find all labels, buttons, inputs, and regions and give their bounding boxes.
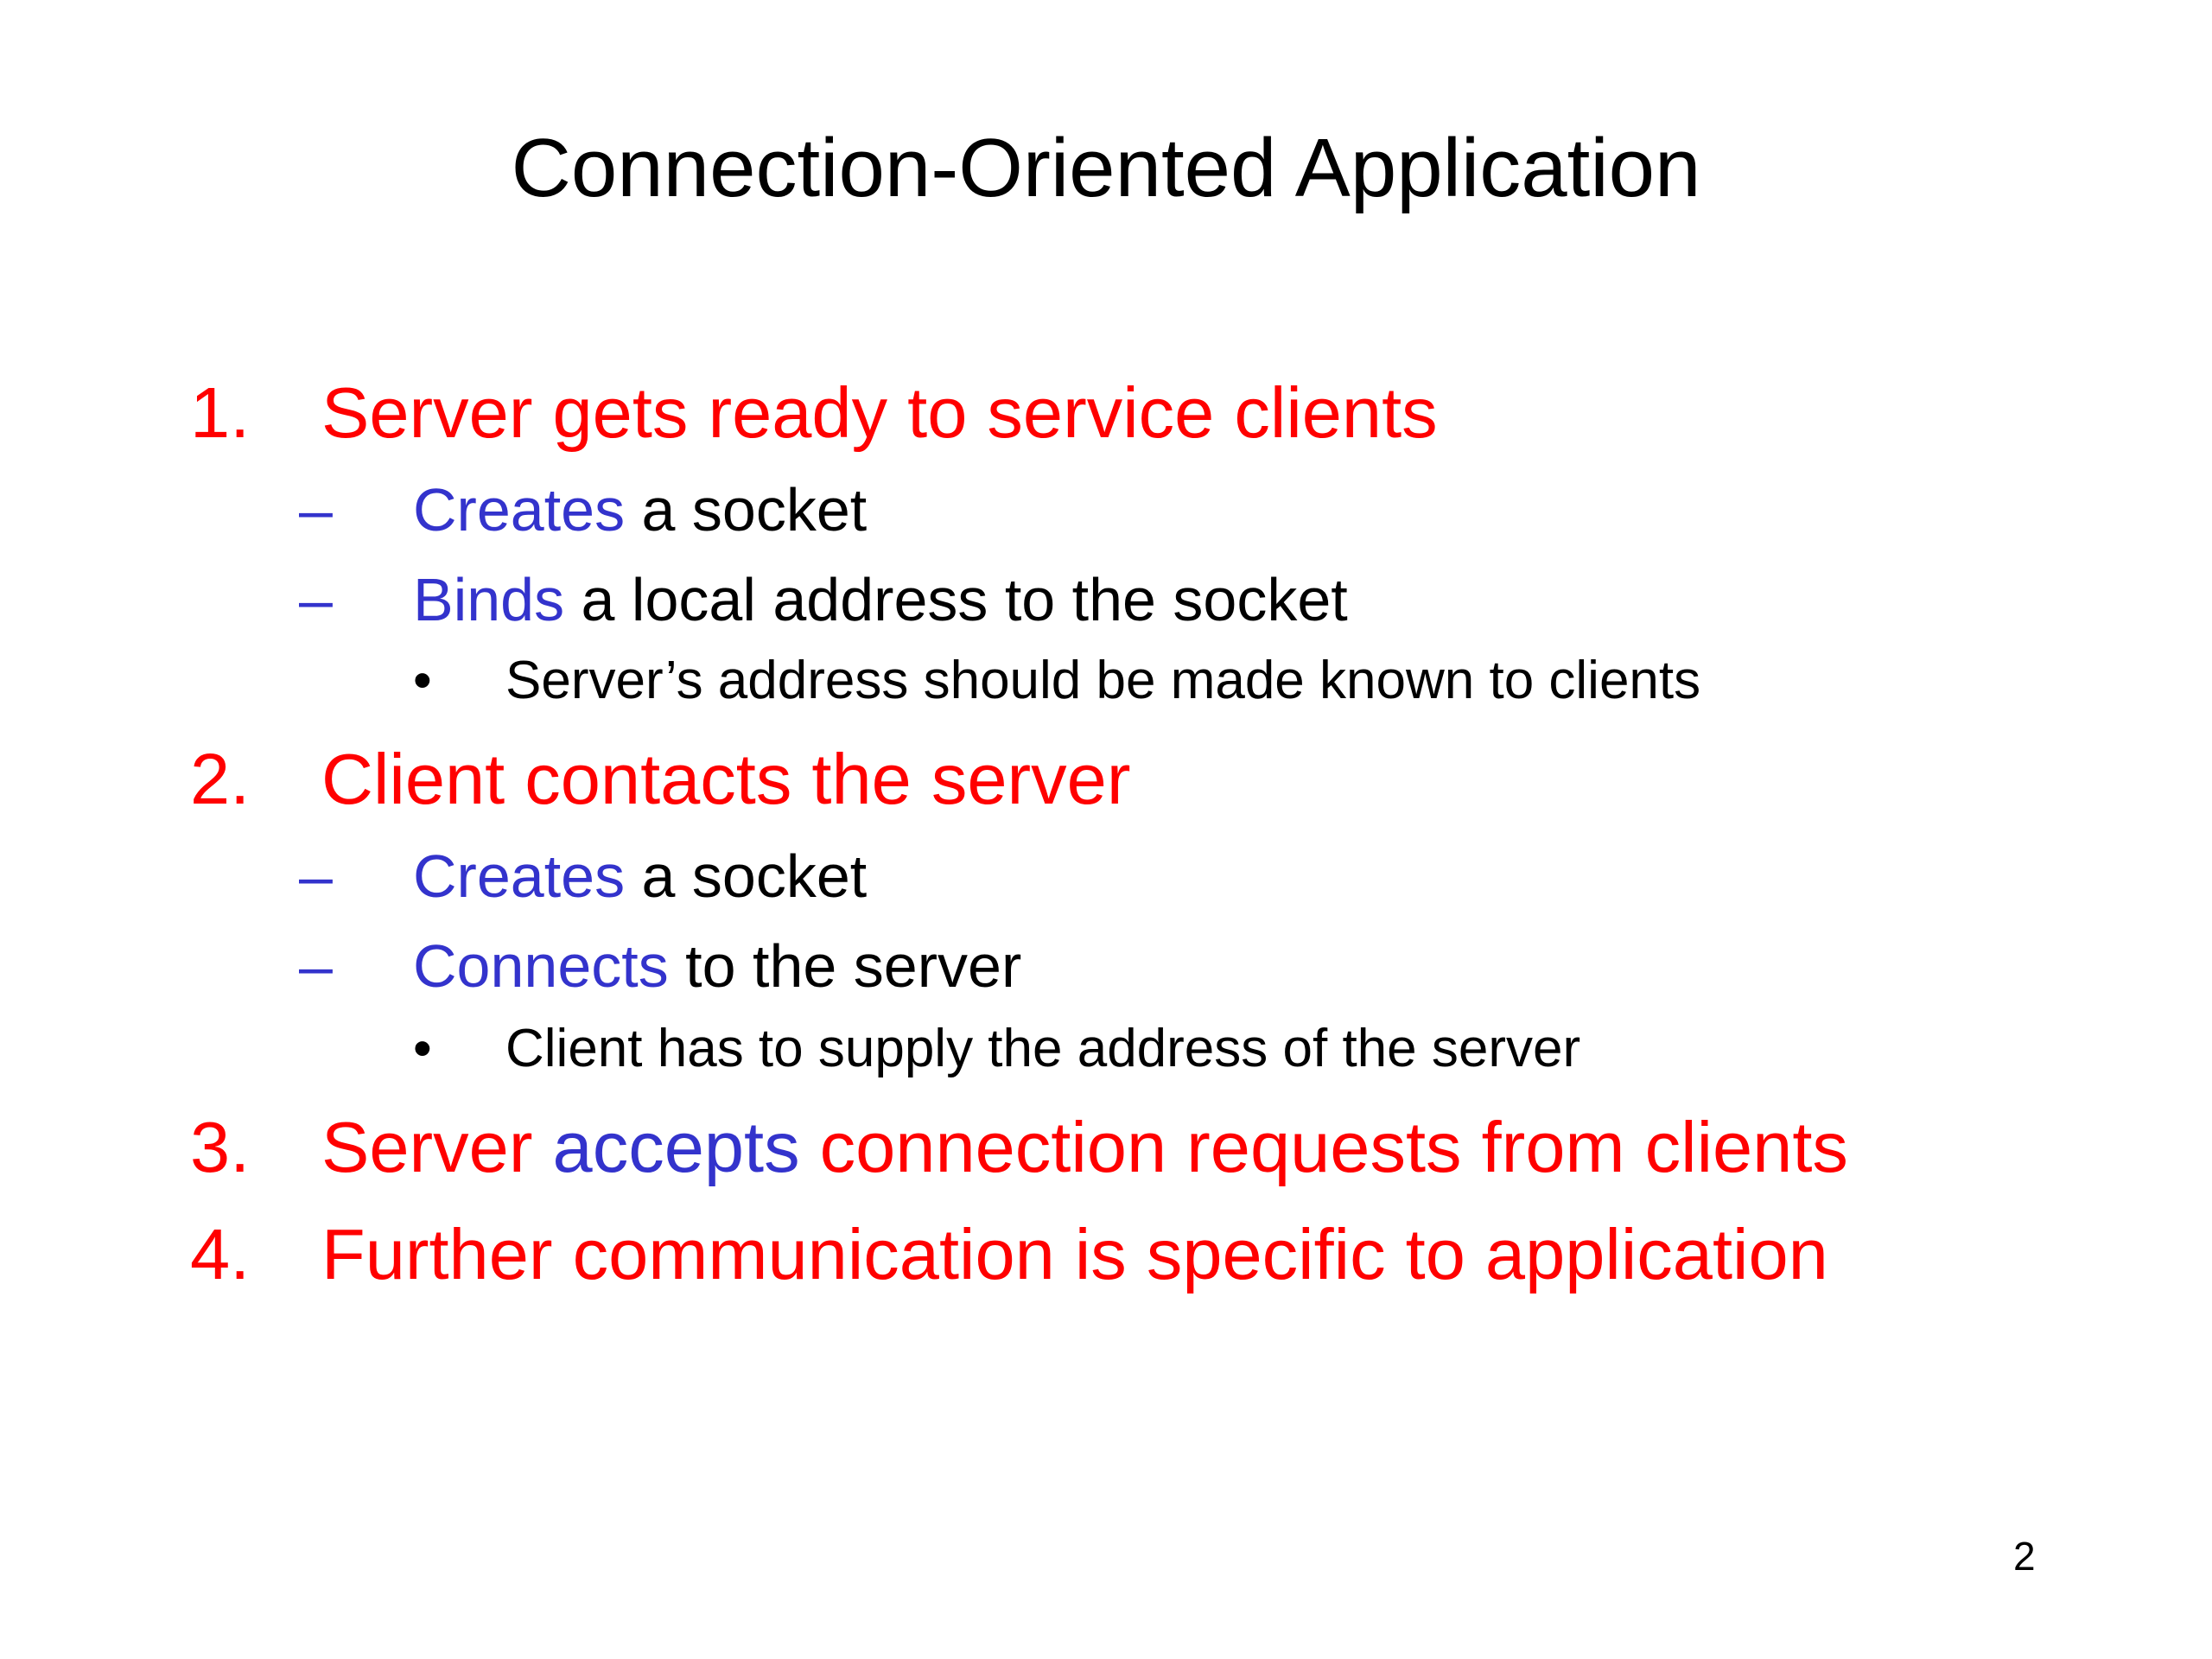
bullet-text: Client has to supply the address of the … [505, 1019, 1581, 1078]
item-number: 1. [190, 372, 251, 453]
item-text: Client contacts the server [321, 739, 1131, 819]
sub-item-text: a local address to the socket [564, 566, 1348, 633]
sub-item-text: a socket [625, 476, 868, 543]
dash-marker: – [299, 476, 333, 543]
item-keyword: accepts [552, 1107, 800, 1187]
slide-title: Connection-Oriented Application [511, 122, 1701, 214]
item-text: connection requests from clients [799, 1107, 1848, 1187]
dash-marker: – [299, 932, 333, 1000]
dash-marker: – [299, 566, 333, 633]
bullet-text: Server’s address should be made known to… [505, 651, 1701, 710]
bullet-marker: • [413, 1019, 432, 1078]
item-text: Server [321, 1107, 553, 1187]
sub-item-text: to the server [668, 932, 1022, 1000]
sub-item-keyword: Creates [413, 842, 626, 910]
bullet-marker: • [413, 651, 432, 710]
item-number: 3. [190, 1107, 251, 1187]
item-text: Further communication is specific to app… [321, 1214, 1828, 1294]
sub-item-keyword: Creates [413, 476, 626, 543]
sub-item-text: a socket [625, 842, 868, 910]
sub-item-keyword: Binds [413, 566, 565, 633]
item-number: 2. [190, 739, 251, 819]
page-number: 2 [2013, 1534, 2036, 1579]
sub-item-keyword: Connects [413, 932, 669, 1000]
item-text: Server gets ready to service clients [321, 372, 1438, 453]
dash-marker: – [299, 842, 333, 910]
item-number: 4. [190, 1214, 251, 1294]
